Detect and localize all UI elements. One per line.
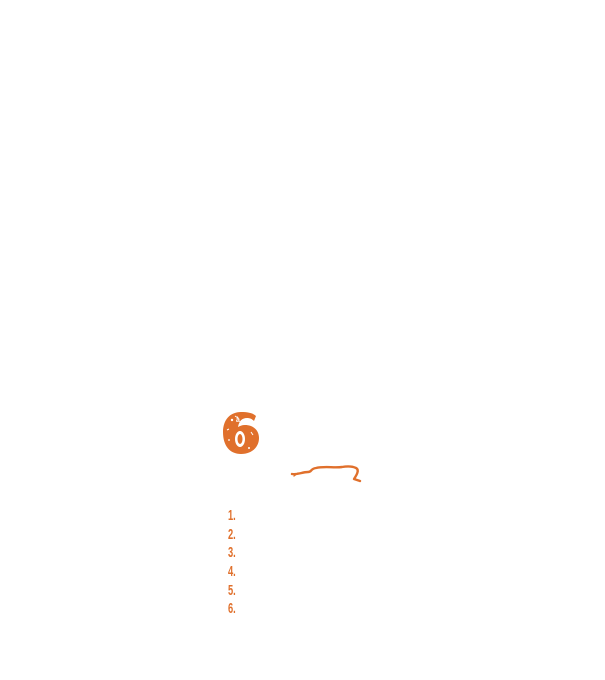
list-item-6: 6. — [228, 600, 236, 618]
list-item-5: 5. — [228, 581, 236, 599]
list-item-1: 1. — [228, 507, 236, 524]
squiggle-divider-icon — [290, 465, 362, 483]
numbered-list: 1. 2. 3. 4. 5. 6. — [228, 507, 241, 619]
svg-text:à: à — [236, 417, 240, 424]
list-item-3: 3. — [228, 544, 236, 562]
list-item-2: 2. — [228, 525, 236, 543]
list-item-4: 4. — [228, 563, 236, 581]
number-six-badge-icon: à — [223, 412, 259, 454]
